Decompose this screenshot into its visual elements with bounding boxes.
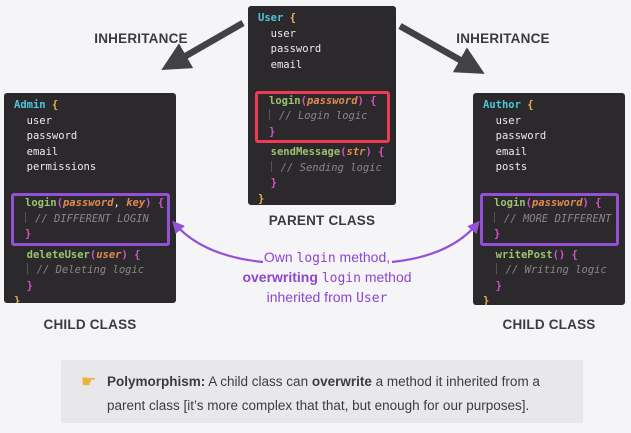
code-line: login(password) { — [494, 197, 602, 209]
code-line: } — [270, 177, 277, 189]
code-line: Author { — [483, 99, 534, 111]
child-class-admin-code-block: Admin { user password email permissions … — [4, 93, 176, 303]
code-line: // DIFFERENT LOGIN — [25, 211, 165, 228]
author-login-method-highlight: login(password) { // MORE DIFFERENT} — [480, 193, 619, 246]
author-other-methods: writePost() { // Writing logic }} — [483, 248, 615, 306]
code-line: Admin { — [14, 99, 59, 111]
code-line: // MORE DIFFERENT — [494, 211, 614, 228]
code-line: login(password) { — [269, 94, 377, 107]
pointing-hand-icon: ☛ — [81, 372, 97, 391]
inheritance-label-left: INHERITANCE — [94, 31, 188, 46]
author-class-fields: Author { user password email posts — [483, 98, 615, 191]
parent-class-label: PARENT CLASS — [268, 213, 376, 228]
code-line: } — [26, 279, 33, 292]
code-line: writePost() { — [495, 248, 578, 261]
polymorphism-callout: ☛ Polymorphism: A child class can overwr… — [61, 360, 583, 423]
code-line: email — [258, 58, 303, 71]
child-class-label-left: CHILD CLASS — [43, 317, 137, 332]
overwriting-annotation: Own login method, overwriting login metho… — [242, 248, 411, 308]
code-line: // Deleting logic — [14, 263, 166, 279]
user-class-fields: User { user password email — [258, 11, 386, 89]
code-line: User { — [258, 12, 296, 24]
inheritance-label-right: INHERITANCE — [456, 31, 550, 46]
code-line: email — [483, 145, 528, 158]
annotation-line: Own login method, — [263, 249, 391, 266]
code-line: password — [483, 130, 547, 142]
code-line: user — [483, 114, 521, 127]
code-line: } — [483, 295, 490, 305]
code-line: deleteUser(user) { — [26, 248, 141, 261]
code-line: } — [14, 295, 21, 303]
code-line — [14, 176, 166, 192]
admin-login-method-highlight: login(password, key) { // DIFFERENT LOGIN… — [11, 193, 170, 246]
code-line: sendMessage(str) { — [270, 146, 385, 158]
code-line: // Writing logic — [483, 263, 615, 279]
child-class-label-right: CHILD CLASS — [502, 317, 596, 332]
code-line: password — [14, 130, 78, 142]
code-line: } — [258, 192, 265, 205]
code-line: } — [494, 228, 501, 240]
code-line: user — [14, 114, 52, 127]
code-line: permissions — [14, 161, 97, 173]
polymorphism-callout-text: Polymorphism: A child class can overwrit… — [107, 374, 540, 413]
code-line: posts — [483, 161, 528, 173]
child-class-author-code-block: Author { user password email posts login… — [473, 93, 625, 305]
user-login-method-highlight: login(password) { // Login logic} — [255, 90, 390, 143]
code-line: email — [14, 145, 59, 158]
parent-class-code-block: User { user password email login(passwor… — [248, 6, 396, 205]
code-line: } — [495, 279, 502, 292]
code-line — [258, 73, 386, 89]
admin-other-methods: deleteUser(user) { // Deleting logic }} — [14, 248, 166, 304]
admin-class-fields: Admin { user password email permissions — [14, 98, 166, 191]
code-line — [483, 176, 615, 192]
annotation-line: overwriting login method — [242, 269, 412, 286]
user-other-methods: sendMessage(str) { // Sending logic }} — [258, 145, 386, 205]
code-line: login(password, key) { — [25, 197, 165, 209]
code-line: } — [25, 228, 32, 240]
code-line: // Sending logic — [258, 160, 386, 177]
code-line: user — [258, 27, 296, 40]
annotation-line: inherited from User — [266, 289, 388, 306]
code-line: // Login logic — [269, 109, 385, 125]
code-line: } — [269, 125, 276, 138]
code-line: password — [258, 43, 322, 55]
